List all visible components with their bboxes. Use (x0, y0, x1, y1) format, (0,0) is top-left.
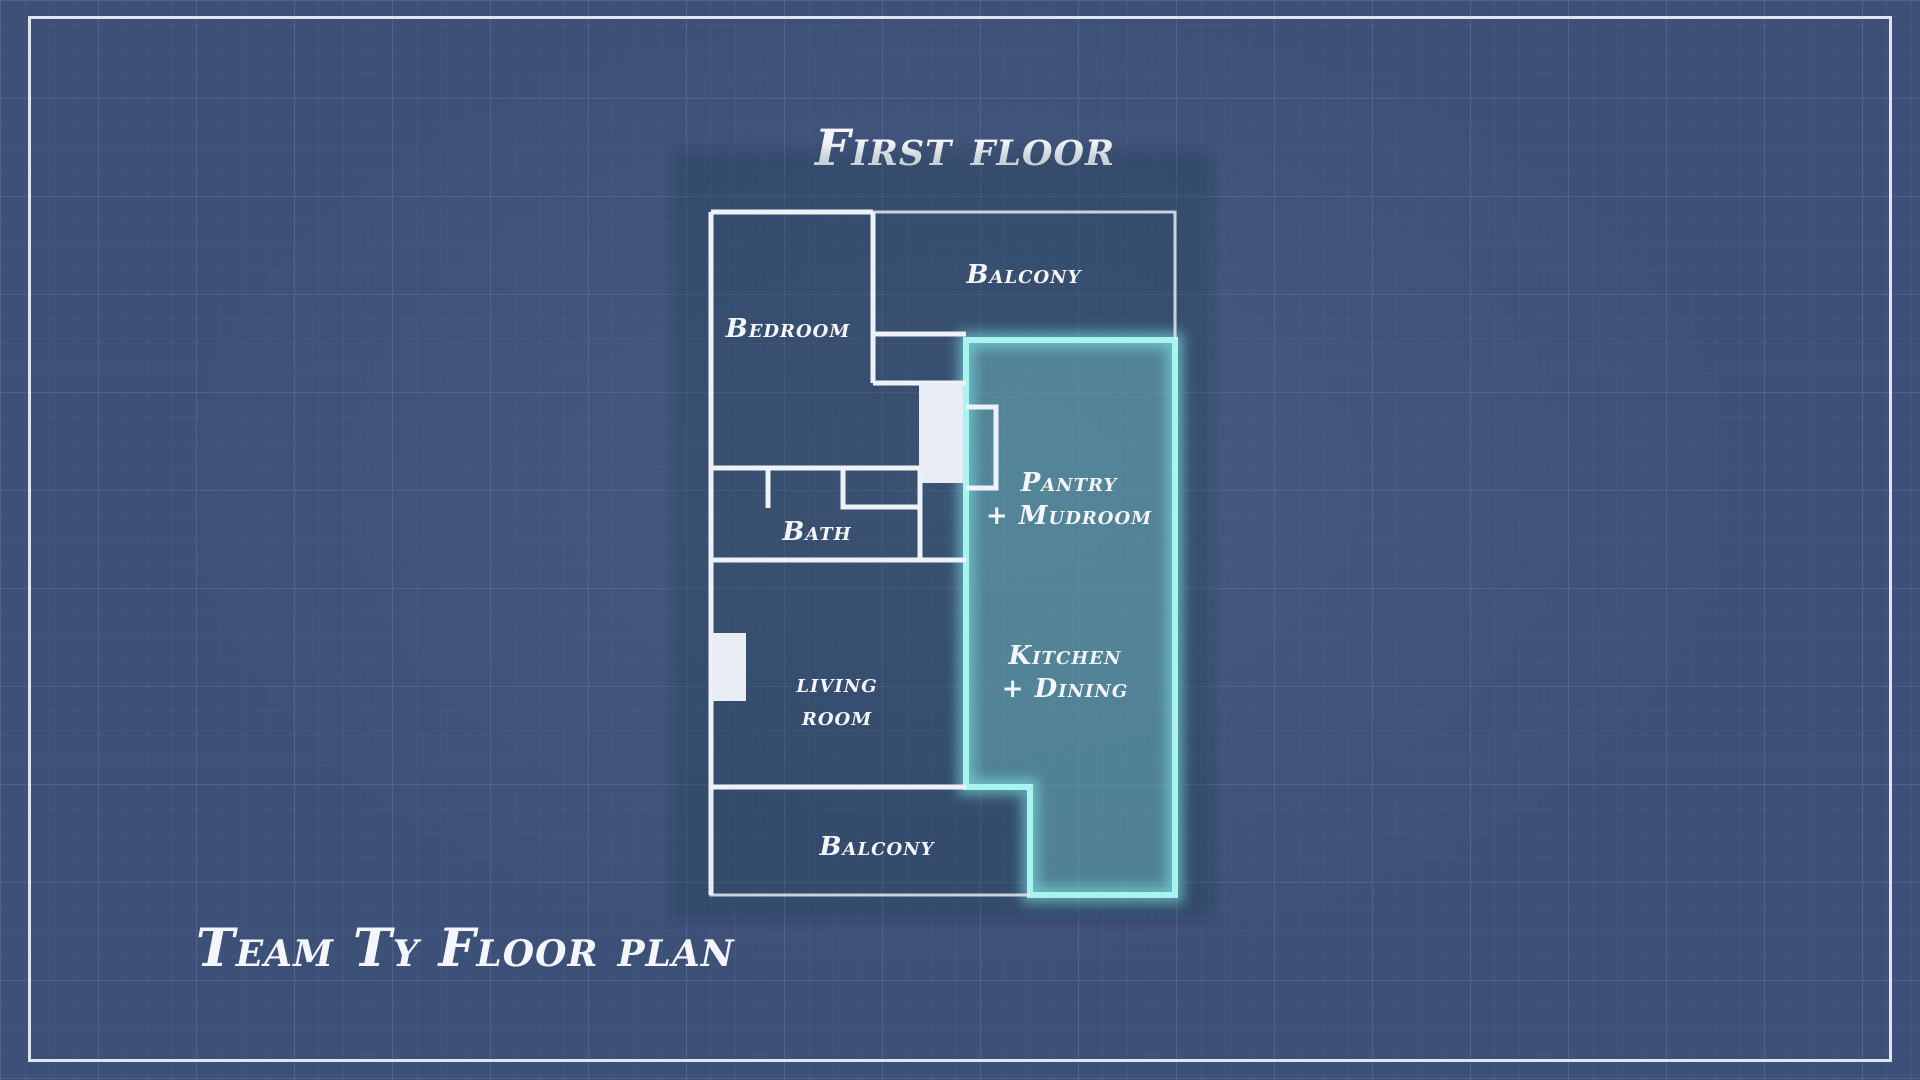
kitchen-label-line2: + Dining (1002, 674, 1129, 704)
bedroom-label: Bedroom (725, 314, 851, 344)
pantry-label-line1: Pantry (1020, 468, 1119, 498)
balcony-top-label: Balcony (966, 260, 1083, 290)
pantry-label-line2: + Mudroom (986, 501, 1152, 531)
balcony-top-outline (873, 210, 1177, 340)
living-label-line1: living (795, 669, 877, 699)
fireplace (712, 633, 746, 701)
blueprint-frame (28, 16, 1892, 1062)
living-label-line2: room (801, 702, 872, 732)
balcony-bottom-label: Balcony (819, 832, 936, 862)
kitchen-label-line1: Kitchen (1008, 641, 1122, 671)
bath-label: Bath (781, 517, 851, 547)
floor-plan-title: Team Ty Floor plan (196, 918, 735, 979)
stair-block (919, 383, 963, 483)
balcony-bottom-outline (709, 787, 1030, 897)
kitchen-highlight-fill (966, 340, 1175, 895)
bath-fixture (840, 468, 920, 510)
pantry-nook (966, 404, 999, 491)
plan-shadow (672, 150, 1212, 920)
